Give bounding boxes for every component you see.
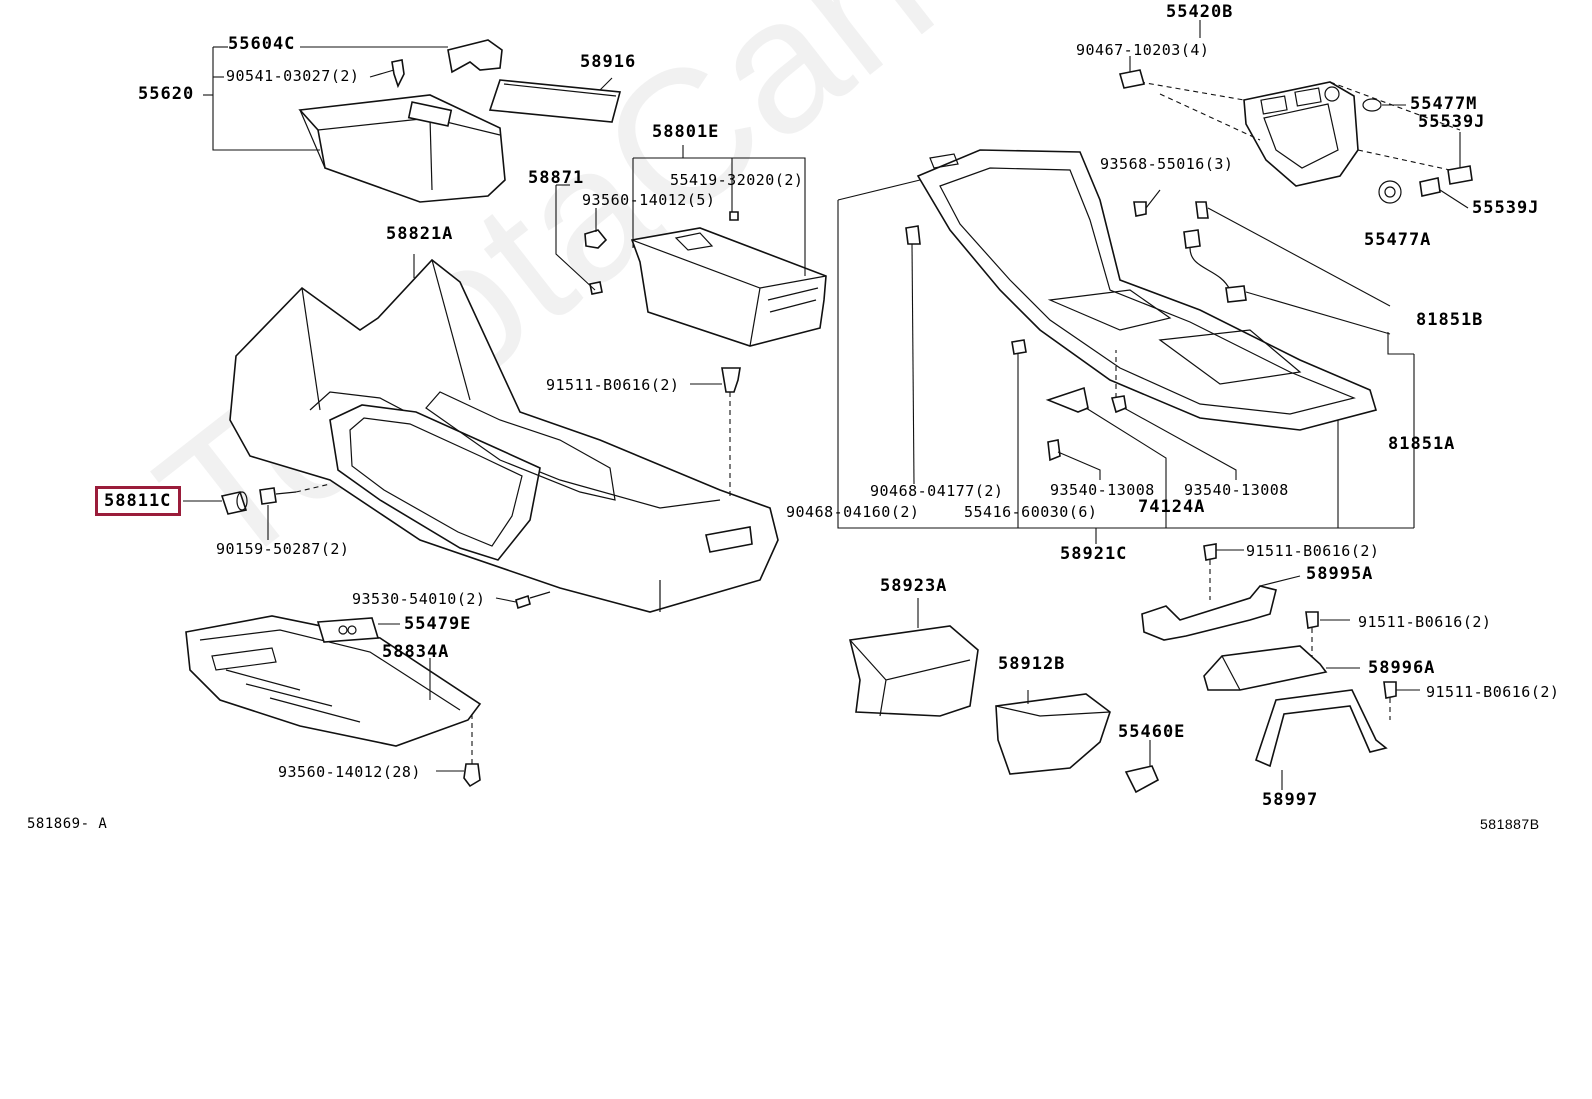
label-58923A[interactable]: 58923A [880,576,948,596]
label-55479E[interactable]: 55479E [404,614,472,634]
label-58834A[interactable]: 58834A [382,642,450,662]
bracket-58997 [1255,689,1388,768]
label-55460E[interactable]: 55460E [1118,722,1186,742]
screw-90541 [391,59,405,89]
label-91511-c[interactable]: 91511-B0616(2) [1358,613,1492,631]
bracket-58995A [1141,585,1277,641]
label-74124A[interactable]: 74124A [1138,497,1206,517]
label-55620[interactable]: 55620 [138,84,195,104]
bracket-58996A [1203,645,1328,691]
label-55477M[interactable]: 55477M [1410,94,1478,114]
plate-55479E [316,617,380,643]
mat-58916 [488,79,622,123]
label-58995A[interactable]: 58995A [1306,564,1374,584]
label-55477A[interactable]: 55477A [1364,230,1432,250]
label-55604C[interactable]: 55604C [228,34,296,54]
figure-code-right: 581887B [1480,816,1540,832]
console-body-58821A [229,258,779,613]
label-93568[interactable]: 93568-55016(3) [1100,155,1234,173]
label-58997[interactable]: 58997 [1262,790,1319,810]
screw-90159 [259,487,297,505]
label-91511-d[interactable]: 91511-B0616(2) [1426,683,1560,701]
label-81851A[interactable]: 81851A [1388,434,1456,454]
label-90468-04177[interactable]: 90468-04177(2) [870,482,1004,500]
label-58996A[interactable]: 58996A [1368,658,1436,678]
label-93560-28[interactable]: 93560-14012(28) [278,763,421,781]
label-90159[interactable]: 90159-50287(2) [216,540,350,558]
label-91511-b[interactable]: 91511-B0616(2) [1246,542,1380,560]
label-93540-b[interactable]: 93540-13008 [1184,481,1289,499]
label-55420B[interactable]: 55420B [1166,2,1234,22]
label-58811C[interactable]: 58811C [104,491,172,511]
label-93530[interactable]: 93530-54010(2) [352,590,486,608]
label-58821A[interactable]: 58821A [386,224,454,244]
label-58916[interactable]: 58916 [580,52,637,72]
label-93560-5[interactable]: 93560-14012(5) [582,191,716,209]
selected-part-highlight [95,486,181,516]
label-58921C[interactable]: 58921C [1060,544,1128,564]
lid-hinge-55604C [447,39,503,74]
label-90467[interactable]: 90467-10203(4) [1076,41,1210,59]
label-55416[interactable]: 55416-60030(6) [964,503,1098,521]
figure-code-left: 581869- A [27,816,108,832]
bezel-55420B [1243,81,1359,187]
label-55539J-b[interactable]: 55539J [1472,198,1540,218]
label-58912B[interactable]: 58912B [998,654,1066,674]
console-box-55620 [298,94,506,203]
label-55539J-a[interactable]: 55539J [1418,112,1486,132]
label-93540-a[interactable]: 93540-13008 [1050,481,1155,499]
storage-box-58801E [630,227,827,347]
label-58801E[interactable]: 58801E [652,122,720,142]
label-81851B[interactable]: 81851B [1416,310,1484,330]
cap-58811C [220,491,248,515]
pocket-58912B [995,693,1111,775]
label-58871[interactable]: 58871 [528,168,585,188]
label-91511-a[interactable]: 91511-B0616(2) [546,376,680,394]
box-58923A [849,625,979,717]
label-55419[interactable]: 55419-32020(2) [670,171,804,189]
console-top-58921C [916,149,1378,431]
label-90541[interactable]: 90541-03027(2) [226,67,360,85]
label-90468-04160[interactable]: 90468-04160(2) [786,503,920,521]
